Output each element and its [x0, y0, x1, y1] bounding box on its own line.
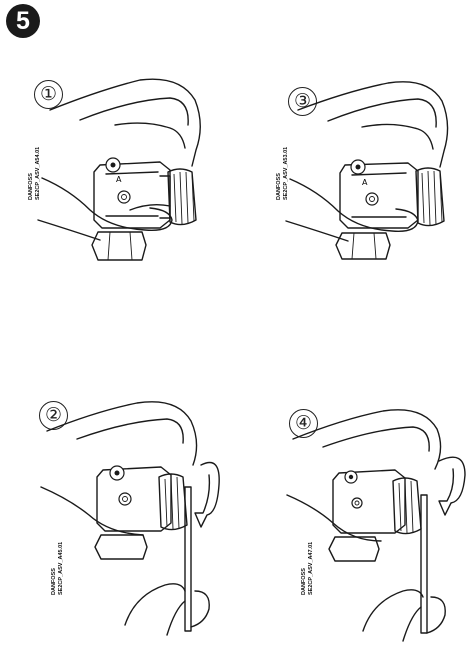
valve-hand-illustration: A	[37, 78, 201, 261]
panel-number: ①	[34, 80, 63, 109]
valve-tool-illustration	[40, 401, 220, 636]
panel-number: ④	[289, 409, 318, 438]
svg-text:A: A	[116, 175, 122, 184]
valve-tool-illustration	[286, 409, 466, 642]
step-number-badge: 5	[6, 4, 40, 38]
svg-text:A: A	[362, 178, 368, 187]
valve-hand-illustration: A	[285, 81, 449, 260]
